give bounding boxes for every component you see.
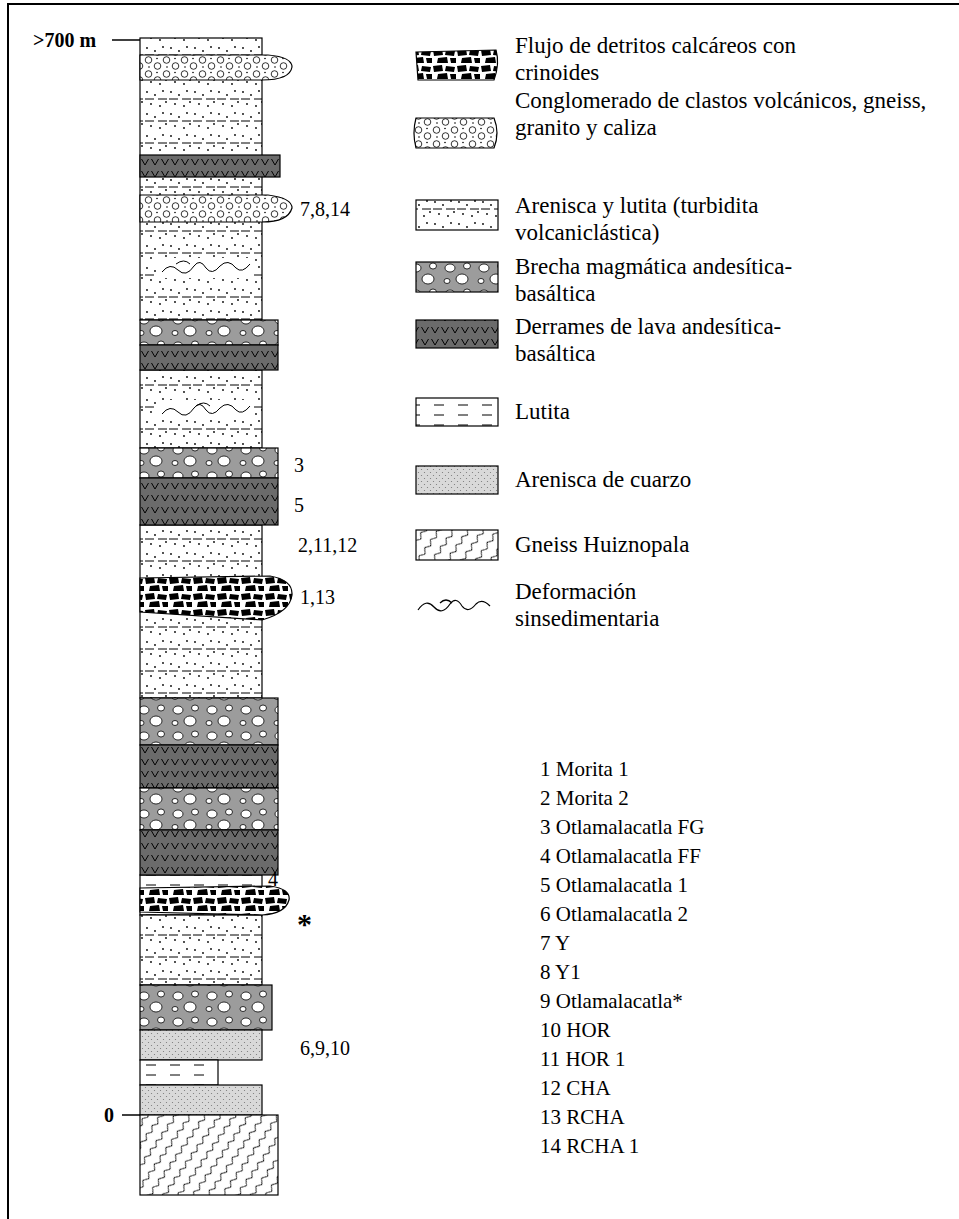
lava-bed [140,478,278,525]
legend-text: Gneiss Huiznopala [515,531,815,558]
legend-sample [416,200,498,230]
sample-list-item: 2 Morita 2 [540,785,629,812]
legend-text: Brecha magmática andesítica-basáltica [515,253,815,307]
sample-list-item: 9 Otlamalacatla* [540,988,683,1015]
deformation-symbol [158,258,254,420]
legend-sample [414,118,497,148]
legend-text: Flujo de detritos calcáreos con crinoide… [515,32,815,86]
breccia-bed [140,985,272,1030]
legend-sample [416,530,498,560]
callout-number: 5 [294,492,304,519]
quartz-sandstone-bed [140,1085,262,1115]
column-beds [140,38,292,1195]
turbidite-bed [140,370,262,448]
sample-list-item: 5 Otlamalacatla 1 [540,872,688,899]
breccia-bed [140,320,278,345]
legend-samples [414,50,498,611]
legend-text: Conglomerado de clastos volcánicos, gnei… [515,87,940,141]
legend-sample [418,600,490,610]
scale-tick [112,39,140,41]
legend-text: Derrames de lava andesítica-basáltica [515,313,815,367]
lava-bed [140,155,280,177]
scale-label: 0 [104,1102,114,1129]
sample-list-item: 7 Y [540,930,570,957]
legend-sample [416,398,498,426]
sample-list-item: 11 HOR 1 [540,1046,626,1073]
breccia-bed [140,448,278,478]
callout-number: 6,9,10 [300,1035,350,1062]
sample-list-item: 13 RCHA [540,1104,625,1131]
sample-list-item: 6 Otlamalacatla 2 [540,901,688,928]
conglomerate-lens [140,195,292,222]
sample-list-item: 12 CHA [540,1075,611,1102]
legend-sample [440,600,452,603]
conglomerate-lens [140,55,292,80]
legend-sample [416,50,498,80]
lava-bed [140,830,278,875]
frame [8,4,959,1219]
sample-list-item: 4 Otlamalacatla FF [540,843,701,870]
callout-number: 3 [294,452,304,479]
scale-tick [122,1114,140,1116]
debris-flow-lens [140,576,292,620]
turbidite-bed [140,915,262,985]
gneiss-bed [140,1115,278,1195]
scale-label: >700 m [33,27,96,54]
debris-flow-lens [140,886,289,915]
legend-text: Arenisca y lutita (turbidita volcaniclás… [515,192,850,246]
sample-list-item: 10 HOR [540,1017,611,1044]
breccia-bed [140,788,278,830]
legend-sample [416,262,498,292]
lava-bed [140,345,278,370]
legend-sample [416,320,498,348]
quartz-sandstone-bed [140,1030,262,1060]
legend-text: Arenisca de cuarzo [515,466,815,493]
lava-bed [140,745,278,788]
breccia-bed [140,698,278,745]
sample-list-item: 8 Y1 [540,959,581,986]
sample-list-item: 3 Otlamalacatla FG [540,814,704,841]
callout-number: 4 [268,866,278,893]
legend-sample [416,466,498,494]
lutite-bed [140,1060,218,1085]
callout-number: 1,13 [300,584,335,611]
legend-text: Lutita [515,398,815,425]
callout-number: 7,8,14 [300,196,350,223]
callout-number: * [297,910,312,937]
legend-text: Deformación sinsedimentaria [515,578,725,632]
sample-list-item: 14 RCHA 1 [540,1133,639,1160]
callout-number: 2,11,12 [298,532,357,559]
sample-list-item: 1 Morita 1 [540,756,629,783]
